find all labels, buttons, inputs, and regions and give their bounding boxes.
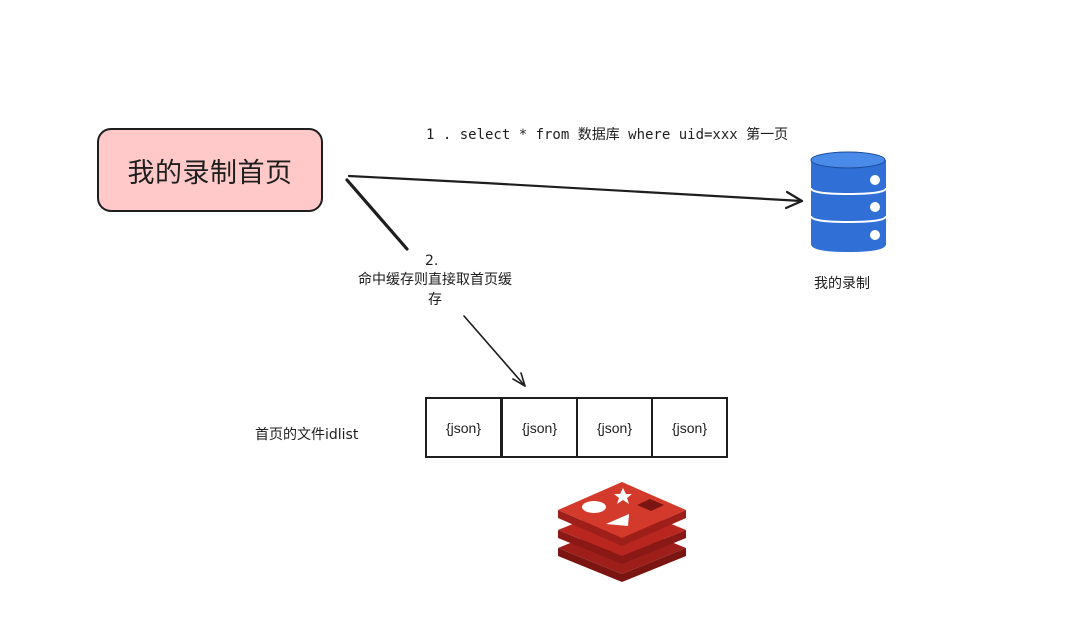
cache-list-cell: {json}	[425, 397, 502, 458]
home-page-box: 我的录制首页	[97, 128, 323, 212]
arrow-to-database	[347, 174, 804, 210]
step1-label: 1 . select * from 数据库 where uid=xxx 第一页	[426, 127, 789, 143]
cache-list-cell: {json}	[501, 397, 578, 458]
cache-list-label: 首页的文件idlist	[255, 427, 359, 443]
database-icon	[810, 151, 887, 252]
home-page-label: 我的录制首页	[127, 157, 293, 189]
database-label: 我的录制	[814, 276, 870, 292]
step2-label: 命中缓存则直接取首页缓存	[358, 272, 512, 308]
cache-list-cell: {json}	[651, 397, 728, 458]
arrow-to-cache-upper	[345, 178, 409, 251]
cache-list-cell: {json}	[576, 397, 653, 458]
step2-number: 2.	[425, 253, 439, 269]
arrow-to-cache-lower	[463, 315, 526, 387]
redis-icon	[558, 482, 686, 582]
